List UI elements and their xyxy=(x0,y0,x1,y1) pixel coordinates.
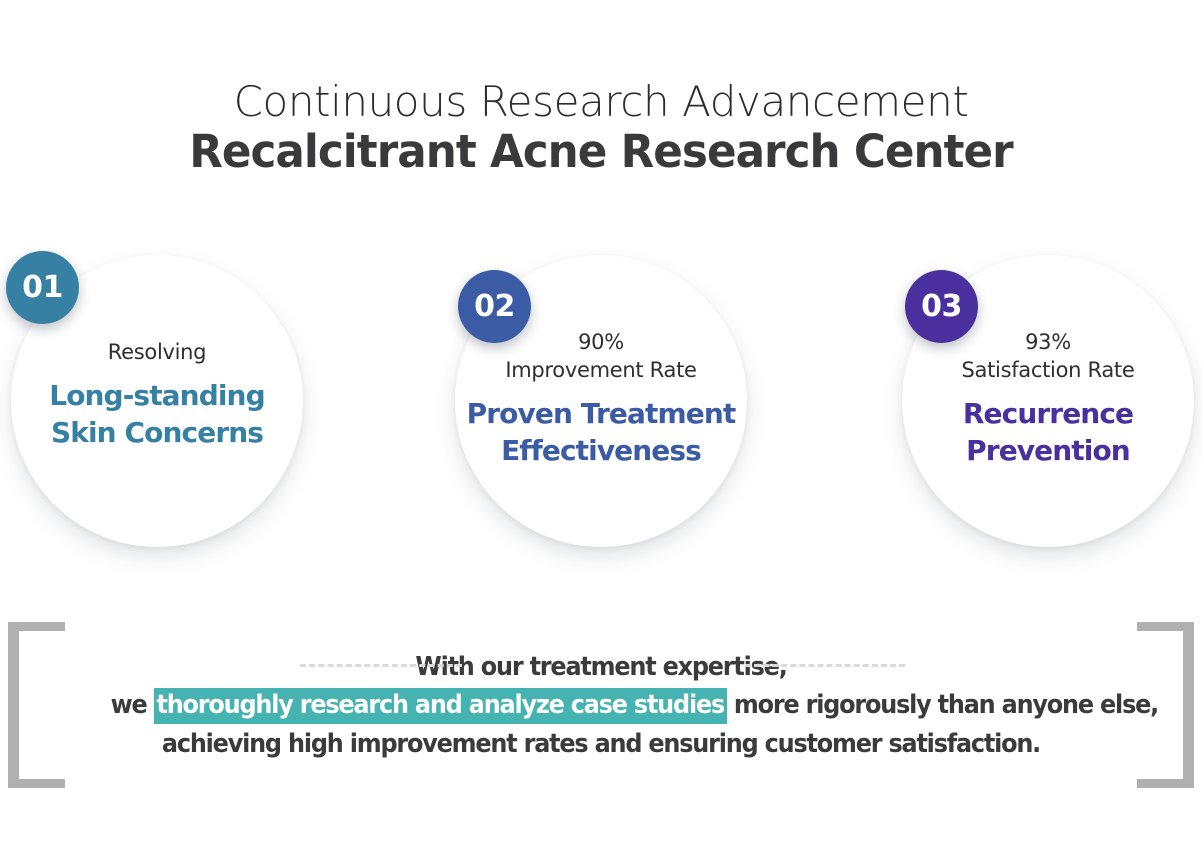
step-body-01: Resolving Long-standing Skin Concerns xyxy=(19,339,295,451)
step-headline-03: Recurrence Prevention xyxy=(910,395,1186,469)
footnote-line-2-pre: we xyxy=(110,690,154,721)
connector-line-2-3 xyxy=(745,664,905,667)
step-card-01[interactable]: 01 Resolving Long-standing Skin Concerns xyxy=(6,251,303,547)
step-kicker-01: Resolving xyxy=(107,340,207,364)
footnote-line-3: achieving high improvement rates and ens… xyxy=(161,728,1041,759)
step-body-02: 90% Improvement Rate Proven Treatment Ef… xyxy=(463,329,739,469)
step-body-03: 93% Satisfaction Rate Recurrence Prevent… xyxy=(910,329,1186,469)
step-card-03[interactable]: 03 93% Satisfaction Rate Recurrence Prev… xyxy=(902,255,1194,547)
step-headline-03-line2: Prevention xyxy=(966,434,1131,468)
step-badge-03: 03 xyxy=(905,270,978,343)
step-headline-02-line2: Effectiveness xyxy=(501,434,702,468)
step-headline-02-line1: Proven Treatment xyxy=(466,396,737,430)
footnote-line-1: With our treatment expertise, xyxy=(415,652,787,682)
step-badge-02: 02 xyxy=(458,270,531,343)
bracket-right-icon xyxy=(1137,622,1194,788)
step-kicker-02-line2: Improvement Rate xyxy=(505,357,697,382)
step-card-02[interactable]: 02 90% Improvement Rate Proven Treatment… xyxy=(455,255,747,547)
heading-block: Continuous Research Advancement Recalcit… xyxy=(0,78,1202,180)
step-kicker-03: 93% Satisfaction Rate xyxy=(910,329,1186,385)
step-kicker-02: 90% Improvement Rate xyxy=(463,329,739,385)
steps-row: 01 Resolving Long-standing Skin Concerns… xyxy=(0,251,1202,667)
step-kicker-02-line1: 90% xyxy=(578,330,624,354)
step-headline-01: Long-standing Skin Concerns xyxy=(19,377,295,451)
step-headline-03-line1: Recurrence xyxy=(962,396,1134,430)
step-badge-01: 01 xyxy=(6,251,79,324)
heading-eyebrow: Continuous Research Advancement xyxy=(233,77,969,126)
bracket-left-icon xyxy=(8,622,65,788)
step-kicker-03-line1: 93% xyxy=(1025,330,1071,354)
step-headline-01-line1: Long-standing xyxy=(49,378,265,412)
footnote-highlight: thoroughly research and analyze case stu… xyxy=(153,688,727,725)
footnote-line-2-post: more rigorously than anyone else, xyxy=(726,690,1159,721)
footnote-block: With our treatment expertise, we thoroug… xyxy=(8,622,1194,788)
step-kicker-03-line2: Satisfaction Rate xyxy=(961,357,1135,382)
step-headline-02: Proven Treatment Effectiveness xyxy=(463,395,739,469)
connector-line-1-2 xyxy=(300,664,462,667)
footnote-text: With our treatment expertise, we thoroug… xyxy=(110,648,1160,763)
page-title: Recalcitrant Acne Research Center xyxy=(189,125,1013,179)
footnote-line-2: we thoroughly research and analyze case … xyxy=(110,686,1159,725)
step-headline-01-line2: Skin Concerns xyxy=(50,416,264,450)
